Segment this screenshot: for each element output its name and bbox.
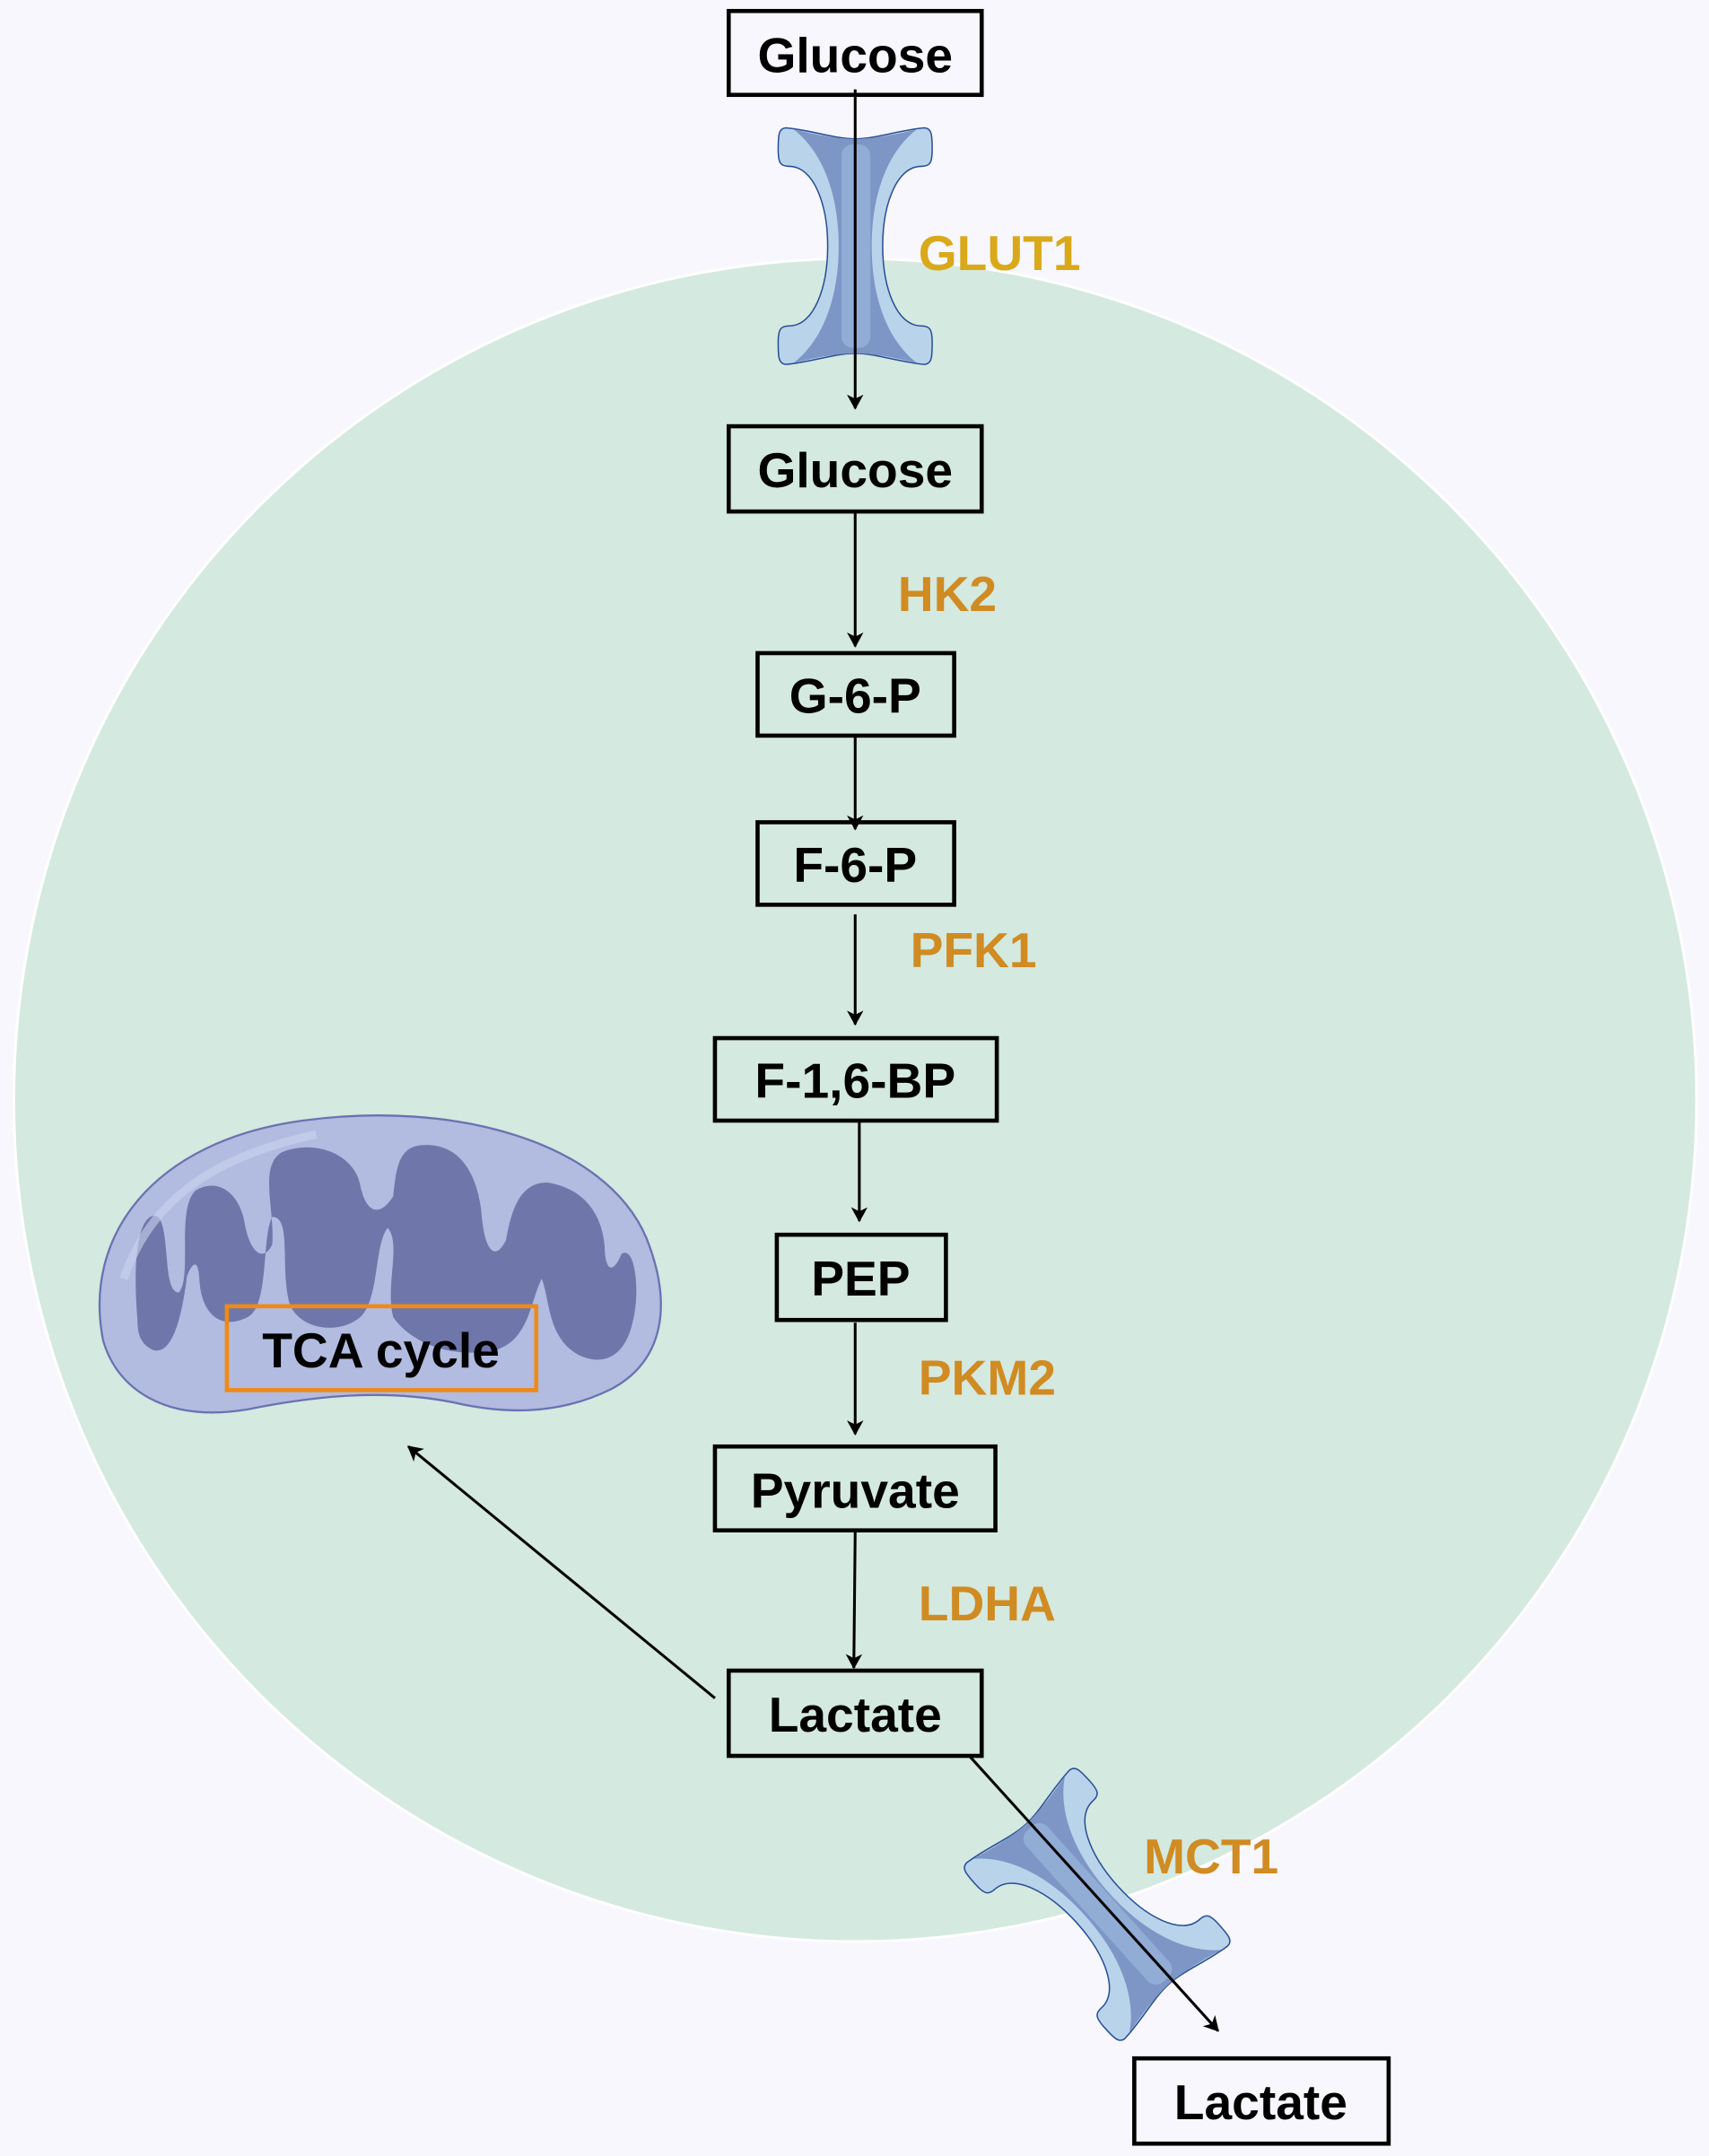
node-glucose-intracellular: Glucose (726, 423, 984, 514)
svg-text:Pyruvate: Pyruvate (751, 1462, 960, 1518)
node-glucose-extracellular: Glucose (726, 8, 984, 98)
node-pep: PEP (774, 1232, 948, 1322)
node-f16bp: F-1,6-BP (712, 1035, 999, 1123)
tca-cycle-box (224, 1304, 539, 1392)
node-lactate-intracellular: Lactate (726, 1668, 984, 1759)
node-g6p: G-6-P (755, 650, 956, 738)
enzyme-pfk1: PFK1 (911, 922, 1037, 978)
enzyme-hk2: HK2 (898, 566, 997, 622)
node-f6p: F-6-P (755, 820, 956, 907)
arrow-ldha (845, 1532, 863, 1670)
arrow-lactate-export (968, 1755, 1219, 2032)
node-lactate-extracellular: Lactate (1132, 2056, 1391, 2146)
enzyme-glut1: GLUT1 (919, 225, 1081, 281)
svg-text:F-6-P: F-6-P (793, 837, 917, 893)
node-pyruvate: Pyruvate (712, 1444, 998, 1532)
svg-text:Lactate: Lactate (1174, 2074, 1347, 2130)
svg-text:G-6-P: G-6-P (789, 668, 921, 723)
enzyme-mct1: MCT1 (1144, 1829, 1278, 1884)
svg-text:PEP: PEP (811, 1251, 910, 1306)
svg-text:Glucose: Glucose (757, 27, 953, 83)
tca-cycle-label: TCA cycle (262, 1322, 500, 1378)
enzyme-ldha: LDHA (919, 1576, 1056, 1631)
svg-text:Glucose: Glucose (757, 442, 953, 498)
arrow-lactate-to-tca (407, 1445, 716, 1699)
svg-text:F-1,6-BP: F-1,6-BP (754, 1053, 955, 1109)
svg-text:Lactate: Lactate (769, 1687, 942, 1742)
enzyme-pkm2: PKM2 (919, 1350, 1056, 1406)
